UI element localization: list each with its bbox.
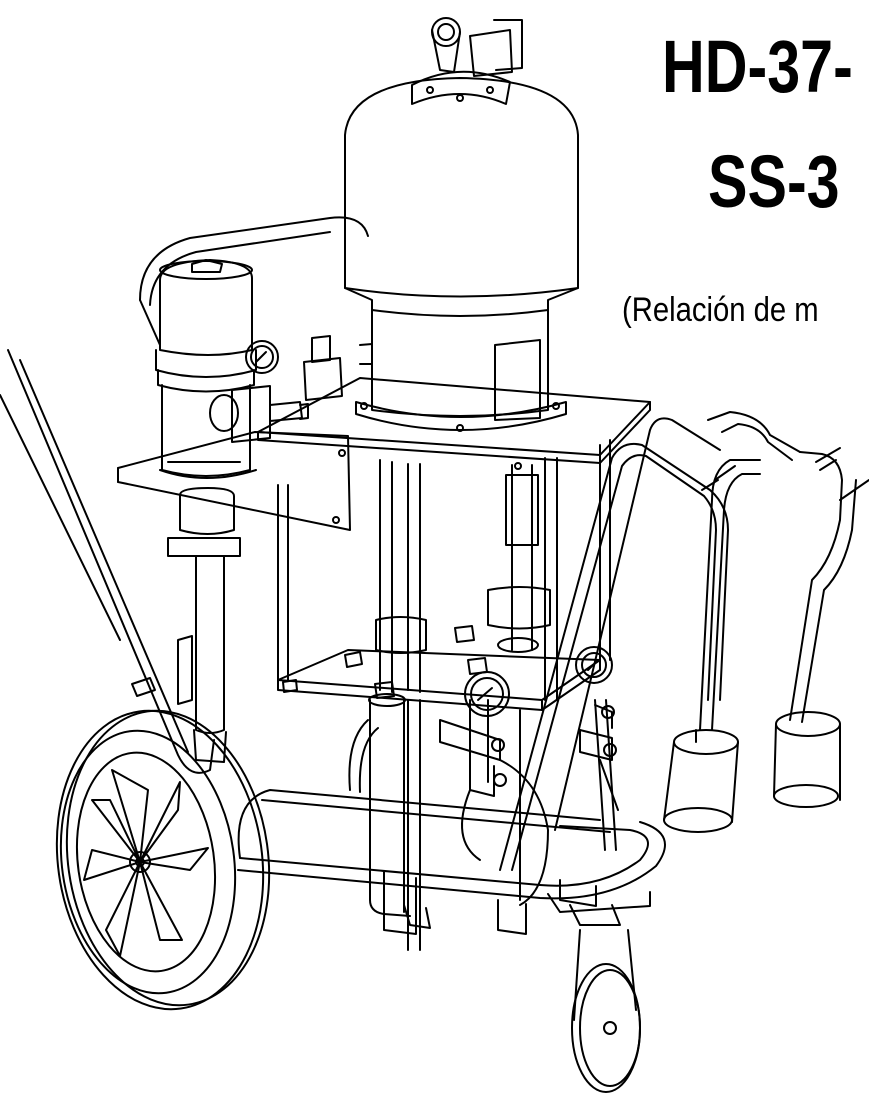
doc-title-line-1: HD-37- bbox=[662, 25, 853, 108]
ball-valves bbox=[440, 705, 618, 860]
front-handle bbox=[500, 418, 735, 870]
rear-wheel bbox=[38, 697, 288, 1022]
pressure-gauges bbox=[246, 341, 612, 716]
air-motor-top-fitting bbox=[412, 18, 522, 104]
siphon-tubes bbox=[700, 412, 869, 730]
small-air-motor bbox=[156, 260, 256, 478]
caster-wheel bbox=[570, 905, 640, 1092]
strainer-right bbox=[774, 712, 840, 807]
left-hose bbox=[0, 350, 214, 773]
regulator-left bbox=[210, 386, 308, 442]
small-fluid-pump bbox=[168, 488, 240, 762]
plate-bolts bbox=[283, 626, 538, 698]
main-regulator bbox=[304, 336, 372, 400]
cart-frame bbox=[118, 378, 650, 950]
base-frame bbox=[238, 790, 665, 928]
fluid-pump bbox=[369, 694, 526, 934]
hidden-wheel bbox=[349, 720, 548, 905]
doc-subtitle: (Relación de m bbox=[622, 291, 819, 329]
piston-rods bbox=[376, 465, 550, 653]
top-plate-bolts bbox=[333, 450, 521, 523]
cart-handle-loop bbox=[140, 217, 368, 345]
main-air-motor bbox=[345, 78, 578, 431]
strainer-left bbox=[664, 730, 738, 832]
doc-title-line-2: SS-3 bbox=[708, 140, 840, 223]
